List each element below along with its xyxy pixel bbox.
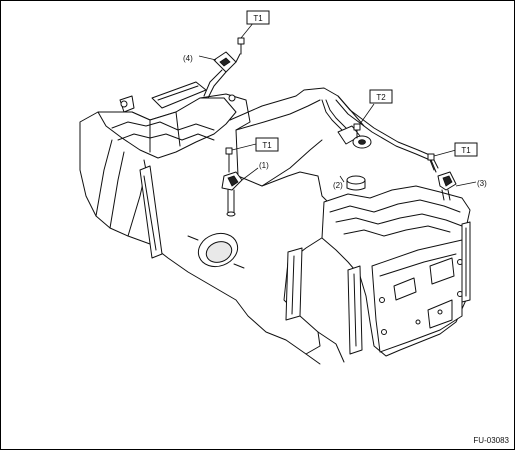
sensor-3: [437, 171, 477, 201]
callout-t2: T2: [369, 89, 393, 104]
callout-t1-mid: T1: [255, 137, 279, 152]
callout-t1-right-text: T1: [461, 146, 471, 155]
label-part-3: (3): [477, 179, 487, 188]
callout-t1-mid-text: T1: [262, 141, 272, 150]
bolt-t1-mid: [225, 143, 257, 173]
bolt-t2: [353, 103, 375, 139]
callout-t1-right: T1: [454, 142, 478, 157]
bolt-t1-right: [427, 149, 457, 173]
label-part-4: (4): [183, 54, 193, 63]
sensor-2: [321, 99, 372, 191]
bolt-t1-top: [237, 21, 255, 55]
sensor-4: [198, 51, 241, 99]
sensor-1: [221, 167, 259, 217]
label-part-2: (2): [333, 181, 343, 190]
callout-t1-top: T1: [246, 10, 270, 25]
engine-block: [79, 81, 471, 365]
figure-code: FU-03083: [473, 436, 509, 445]
callout-t1-top-text: T1: [253, 14, 263, 23]
label-part-1: (1): [259, 161, 269, 170]
callout-t2-text: T2: [376, 93, 386, 102]
